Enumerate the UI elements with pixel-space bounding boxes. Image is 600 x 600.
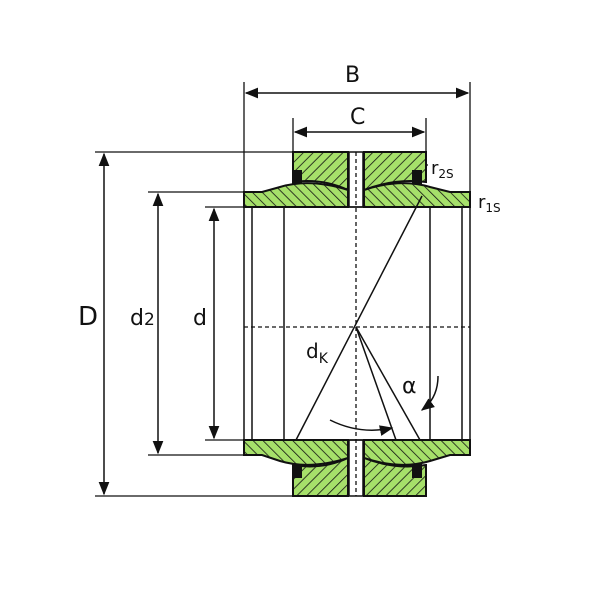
label-d2-sub: 2: [144, 310, 155, 330]
label-r2s-main: r: [431, 158, 439, 179]
dk-line: [295, 195, 423, 441]
inner-ring-bottom-right: [363, 439, 471, 466]
label-dK-sub: K: [319, 351, 329, 367]
label-d2-main: d: [130, 306, 144, 331]
seal-top-right: [412, 170, 422, 184]
label-r1s-main: r: [478, 192, 486, 213]
label-C: C: [350, 105, 365, 130]
dimension-D: [95, 151, 293, 497]
label-r1s: r1S: [478, 192, 501, 215]
inner-ring-top-left: [243, 182, 349, 208]
label-r2s: r2S: [431, 158, 454, 181]
label-dK-main: d: [306, 339, 319, 363]
label-d2: d2: [130, 306, 155, 331]
alpha-line-2: [355, 326, 421, 441]
label-r2s-sub: 2S: [438, 167, 453, 181]
alpha-arrow: [420, 375, 439, 411]
inner-ring-bottom-left: [243, 439, 349, 466]
rotation-arrow: [329, 419, 394, 436]
inner-ring-top-right: [363, 182, 471, 208]
seal-bottom-left: [292, 464, 302, 478]
label-alpha: α: [402, 374, 417, 399]
dimension-B: [243, 82, 471, 192]
label-r1s-sub: 1S: [485, 201, 500, 215]
label-B: B: [345, 63, 360, 88]
label-D: D: [78, 302, 98, 332]
seal-bottom-right: [412, 464, 422, 478]
dimension-C: [292, 118, 427, 152]
label-dK: dK: [306, 339, 329, 367]
bottom-section: [243, 439, 471, 497]
outer-ring-bottom-right: [363, 456, 427, 497]
top-section: [243, 151, 471, 208]
alpha-line-1: [355, 326, 397, 441]
dimension-d: [205, 206, 244, 441]
label-d: d: [193, 306, 207, 331]
seal-top-left: [292, 170, 302, 184]
dimension-d2: [148, 191, 262, 456]
